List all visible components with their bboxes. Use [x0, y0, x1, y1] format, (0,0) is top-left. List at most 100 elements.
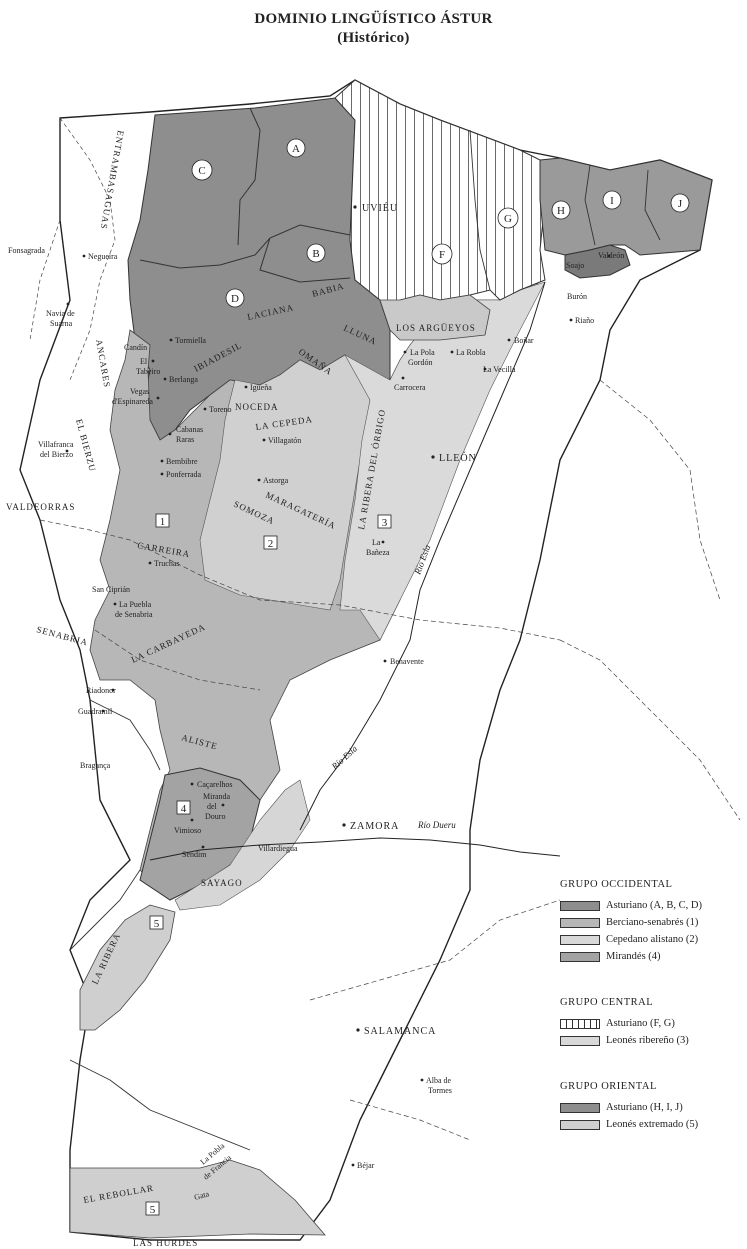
place-san-ciprian: San Ciprián: [92, 585, 130, 594]
place-vimioso: Vimioso: [174, 826, 201, 835]
city-dots: [342, 205, 435, 1032]
legend-label: Asturiano (A, B, C, D): [606, 900, 702, 911]
domain-outline: [19, 79, 713, 1241]
area-arguellos: LOS ARGÜEYOS: [396, 323, 476, 333]
area-las-hurdes: LAS HURDES: [133, 1238, 198, 1248]
place-carrocera: Carrocera: [394, 383, 426, 392]
legend-row: Asturiano (A, B, C, D): [560, 897, 747, 914]
map-title: DOMINIO LINGÜÍSTICO ÁSTUR (Histórico): [0, 10, 747, 48]
city-lleon: LLEÓN: [439, 452, 477, 464]
place-la-puebla: La Puebla: [119, 600, 152, 609]
legend-row: Mirandés (4): [560, 948, 747, 965]
place-riano: Riaño: [575, 316, 594, 325]
zone-arguellos: [379, 294, 491, 341]
zone-label-1: 1: [160, 516, 166, 528]
place-names: Fonsagrada Negueira Navia de Suarna Cand…: [8, 246, 624, 1202]
place-braganza: Bragança: [80, 761, 111, 770]
place-iguena: Igüeña: [250, 383, 272, 392]
legend-label: Berciano-senabrés (1): [606, 917, 699, 928]
border-east: [559, 379, 741, 821]
zone-oriental-borders: [584, 164, 661, 246]
place-candin: Candín: [124, 343, 147, 352]
place-cabanas: Cabanas: [176, 425, 203, 434]
zone-label-f: F: [439, 249, 445, 261]
zone-label-h: H: [557, 205, 565, 217]
legend-label: Asturiano (H, I, J): [606, 1102, 683, 1113]
place-la-vecilla: La Vecilla: [483, 365, 516, 374]
river-duero: [149, 837, 561, 861]
place-baneza: Bañeza: [366, 548, 390, 557]
river-label-esla-south: Río Esla: [329, 743, 360, 772]
zone-label-4: 4: [181, 803, 187, 815]
place-bembibre: Bembibre: [166, 457, 198, 466]
zone-squares: [145, 513, 392, 1216]
place-alba-de: Alba de: [426, 1076, 452, 1085]
border-west: [29, 117, 116, 381]
place-suarna: Suarna: [50, 319, 73, 328]
map-title-line2: (Histórico): [337, 30, 410, 46]
border-south: [309, 899, 561, 1141]
zone-inner-borders: [139, 107, 351, 283]
legend-title-central: GRUPO CENTRAL: [560, 997, 654, 1008]
place-tormes: Tormes: [428, 1086, 452, 1095]
place-navia: Navia de: [46, 309, 75, 318]
map-title-line1: DOMINIO LINGÜÍSTICO ÁSTUR: [254, 11, 493, 27]
legend-group-central: GRUPO CENTRAL Asturiano (F, G) Leonés ri…: [560, 995, 747, 1049]
place-buron: Burón: [567, 292, 587, 301]
place-villafranca: Villafranca: [38, 440, 74, 449]
legend-swatch: [560, 934, 600, 945]
legend-row: Asturiano (F, G): [560, 1015, 747, 1032]
legend-label: Asturiano (F, G): [606, 1018, 675, 1029]
city-salamanca: SALAMANCA: [364, 1026, 436, 1037]
place-villardiegua: Villardiegua: [258, 844, 298, 853]
legend-title-oriental: GRUPO ORIENTAL: [560, 1081, 657, 1092]
zone-sayago: [174, 779, 311, 911]
zone-label-a: A: [292, 143, 300, 155]
legend-row: Leonés ribereño (3): [560, 1032, 747, 1049]
border-portugal: [69, 699, 251, 1151]
place-gordon: Gordón: [408, 358, 432, 367]
place-del-bierzo: del Bierzo: [40, 450, 73, 459]
legend-swatch: [560, 1102, 600, 1113]
place-bonar: Boñar: [514, 336, 534, 345]
place-valdeon: Valdeón: [598, 251, 624, 260]
place-astorga: Astorga: [263, 476, 289, 485]
zone-el-rebollar: [69, 1159, 326, 1239]
place-sendim: Sendim: [182, 850, 207, 859]
place-benavente: Benavente: [390, 657, 424, 666]
place-guadramil: Guadramil: [78, 707, 113, 716]
zone-border-fg: [469, 129, 491, 291]
zone-asturiano-central: [334, 79, 546, 332]
legend-label: Leonés extremado (5): [606, 1119, 699, 1130]
zone-label-g: G: [504, 213, 512, 225]
area-senabria: SENABRIA: [35, 624, 89, 647]
place-dots: [65, 254, 611, 1167]
place-villagaton: Villagatón: [268, 436, 301, 445]
legend-group-oriental: GRUPO ORIENTAL Asturiano (H, I, J) Leoné…: [560, 1079, 747, 1133]
place-raras: Raras: [176, 435, 194, 444]
zone-label-5a: 5: [154, 918, 160, 930]
place-la: La: [372, 538, 381, 547]
legend-group-occidental: GRUPO OCCIDENTAL Asturiano (A, B, C, D) …: [560, 877, 747, 965]
place-gata: Gata: [193, 1189, 210, 1202]
zone-label-group: C A B D F G H I J 1 2 3 4 5 5: [150, 143, 683, 1216]
city-zamora: ZAMORA: [350, 821, 399, 832]
area-ancares: ANCARES: [94, 339, 112, 389]
place-tormiella: Tormiella: [175, 336, 206, 345]
zone-valdeon: [564, 244, 631, 279]
zone-markers: [191, 138, 690, 308]
place-berlanga: Berlanga: [169, 375, 198, 384]
zone-label-5b: 5: [150, 1204, 156, 1216]
city-uvieu: UVIÉU: [362, 202, 398, 214]
place-vegas: Vegas: [130, 387, 149, 396]
place-espinareda: d'Espinareda: [112, 397, 153, 406]
place-el: El: [140, 357, 148, 366]
legend-row: Berciano-senabrés (1): [560, 914, 747, 931]
area-noceda: NOCEDA: [235, 402, 279, 412]
legend-swatch: [560, 951, 600, 962]
place-negueira: Negueira: [88, 252, 118, 261]
legend-swatch: [560, 1018, 600, 1029]
area-sayago: SAYAGO: [201, 878, 243, 888]
river-label-duero: Río Dueru: [417, 820, 456, 830]
